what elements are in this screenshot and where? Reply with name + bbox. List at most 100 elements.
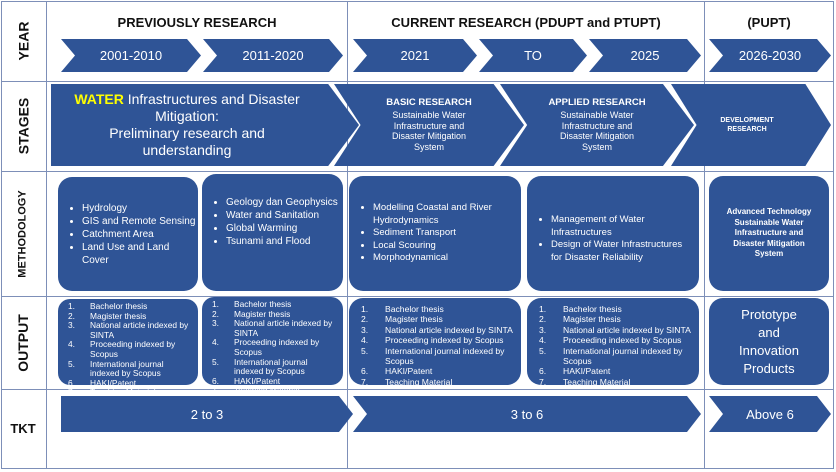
item-number: 3. (212, 318, 219, 329)
list-item: Global Warming (226, 222, 343, 235)
item-text: Teaching Material (90, 387, 156, 398)
list-item: 2.Magister thesis (361, 314, 513, 324)
item-text: National article indexed by SINTA (234, 318, 333, 338)
stage-text: Infrastructure and (561, 120, 633, 131)
list-item: Land Use and Land Cover (82, 241, 198, 267)
methodology-box-1: Hydrology GIS and Remote Sensing Catchme… (58, 177, 198, 291)
item-text: HAKI/Patent (385, 366, 433, 377)
grid-line (704, 1, 705, 469)
list-item: Geology dan Geophysics (226, 196, 343, 209)
list-item: 4.Proceeding indexed by Scopus (212, 338, 337, 357)
list-item: 2.Magister thesis (68, 310, 192, 322)
item-text: Proceeding indexed by Scopus (563, 335, 682, 346)
output-box-4: 1. Bachelor thesis 2.Magister thesis 3.Na… (527, 298, 699, 387)
item-number: 4. (68, 339, 75, 350)
item-text: Bachelor thesis (234, 299, 292, 309)
item-text: Bachelor thesis (385, 304, 444, 314)
list-item: Management of Water Infrastructures (551, 214, 691, 239)
item-text: Teaching Material (385, 376, 453, 387)
item-number: 1. (361, 304, 369, 314)
stage-text: Mitigation: (155, 108, 219, 124)
row-label-output: OUTPUT (15, 313, 31, 372)
header-previous-research: PREVIOUSLY RESEARCH (117, 15, 277, 30)
stage-basic-research: BASIC RESEARCH Sustainable Water Infrast… (334, 84, 524, 166)
item-number: 1. (212, 299, 219, 309)
stage-development-research: DEVELOPMENT RESEARCH (671, 84, 831, 166)
item-number: 1. (68, 301, 75, 311)
year-label: 2001-2010 (99, 48, 163, 63)
item-number: 5. (68, 358, 75, 369)
item-text: Bachelor thesis (563, 304, 622, 314)
stage-text: Sustainable Water (392, 110, 466, 121)
year-label: 2025 (630, 48, 660, 63)
stage-title: APPLIED RESEARCH (548, 96, 646, 108)
item-text: Magister thesis (234, 308, 291, 319)
item-number: 6. (361, 366, 369, 377)
methodology-text: Sustainable Water (734, 217, 804, 227)
list-item: 2.Magister thesis (539, 314, 691, 324)
stage-text: RESEARCH (727, 126, 767, 133)
year-label: 2026-2030 (738, 48, 802, 63)
water-highlight: WATER (74, 91, 124, 107)
item-text: Teaching Material (234, 385, 300, 396)
list-item: 3.National article indexed by SINTA (539, 325, 691, 335)
stage-text: Infrastructure and (393, 120, 465, 131)
list-item: Sediment Transport (373, 227, 513, 240)
stage-text: Disaster Mitigation (559, 131, 635, 142)
item-number: 5. (212, 356, 219, 367)
item-number: 2. (68, 310, 75, 321)
list-item: 6. HAKI/Patent (68, 377, 192, 389)
item-text: Proceeding indexed by Scopus (90, 339, 176, 359)
header-current-research: CURRENT RESEARCH (PDUPT and PTUPT) (391, 15, 661, 30)
tkt-arrow-pupt: Above 6 (709, 396, 831, 432)
methodology-text: Disaster Mitigation (733, 238, 805, 248)
output-list: 1.Bachelor thesis 2.Magister thesis 3.Na… (212, 299, 337, 396)
methodology-text: Advanced Technology (726, 207, 812, 217)
grid-line (1, 1, 834, 2)
list-item: 5.International journal indexed by Scopu… (68, 358, 192, 379)
stage-text: Infrastructures and Disaster (127, 91, 300, 107)
list-item: 1. Bachelor thesis (539, 304, 691, 314)
list-item: Morphodynamical (373, 252, 513, 265)
item-text: National article indexed by SINTA (90, 320, 189, 340)
tkt-arrow-previous: 2 to 3 (61, 396, 353, 432)
item-number: 5. (539, 345, 547, 356)
year-arrow-to: TO (479, 39, 587, 72)
stage-text: System (581, 141, 612, 152)
grid-line (1, 296, 834, 297)
item-text: HAKI/Patent (234, 375, 281, 386)
output-text: Products (743, 360, 795, 376)
list-item: Catchment Area (82, 228, 198, 241)
list-item: GIS and Remote Sensing (82, 215, 198, 228)
item-number: 3. (361, 324, 369, 335)
list-item: 3.National article indexed by SINTA (361, 325, 513, 335)
tkt-label: 3 to 6 (510, 406, 544, 422)
item-number: 3. (539, 324, 547, 335)
item-number: 4. (539, 335, 547, 346)
output-box-1: 1.Bachelor thesis 2.Magister thesis 3.Na… (58, 299, 198, 397)
list-item: Hydrology (82, 202, 198, 215)
item-number: 6. (212, 375, 219, 386)
stage-text: Sustainable Water (560, 110, 634, 121)
stage-first-line1: WATER Infrastructures and Disaster (74, 91, 299, 108)
year-arrow-2021: 2021 (353, 39, 477, 72)
item-number: 1. (539, 304, 547, 314)
list-item: 3.National article indexed by SINTA (68, 320, 192, 340)
item-text: International journal indexed by Scopus (563, 345, 683, 367)
item-number: 7. (212, 385, 219, 396)
methodology-list: Hydrology GIS and Remote Sensing Catchme… (58, 202, 198, 267)
item-text: HAKI/Patent (90, 377, 137, 388)
list-item: 4. Proceeding indexed by Scopus (361, 335, 513, 345)
methodology-text: Infrastructure and (734, 228, 804, 238)
grid-line (1, 81, 834, 82)
list-item: 1.Bachelor thesis (68, 301, 192, 312)
item-number: 7. (361, 376, 369, 387)
methodology-list: Modelling Coastal and River Hydrodynamic… (349, 202, 521, 265)
grid-line (1, 389, 834, 390)
item-text: Proceeding indexed by Scopus (385, 335, 504, 346)
item-number: 4. (361, 335, 369, 346)
list-item: 7.Teaching Material (68, 388, 192, 398)
item-number: 6. (68, 377, 75, 388)
stage-text: Disaster Mitigation (391, 131, 467, 142)
